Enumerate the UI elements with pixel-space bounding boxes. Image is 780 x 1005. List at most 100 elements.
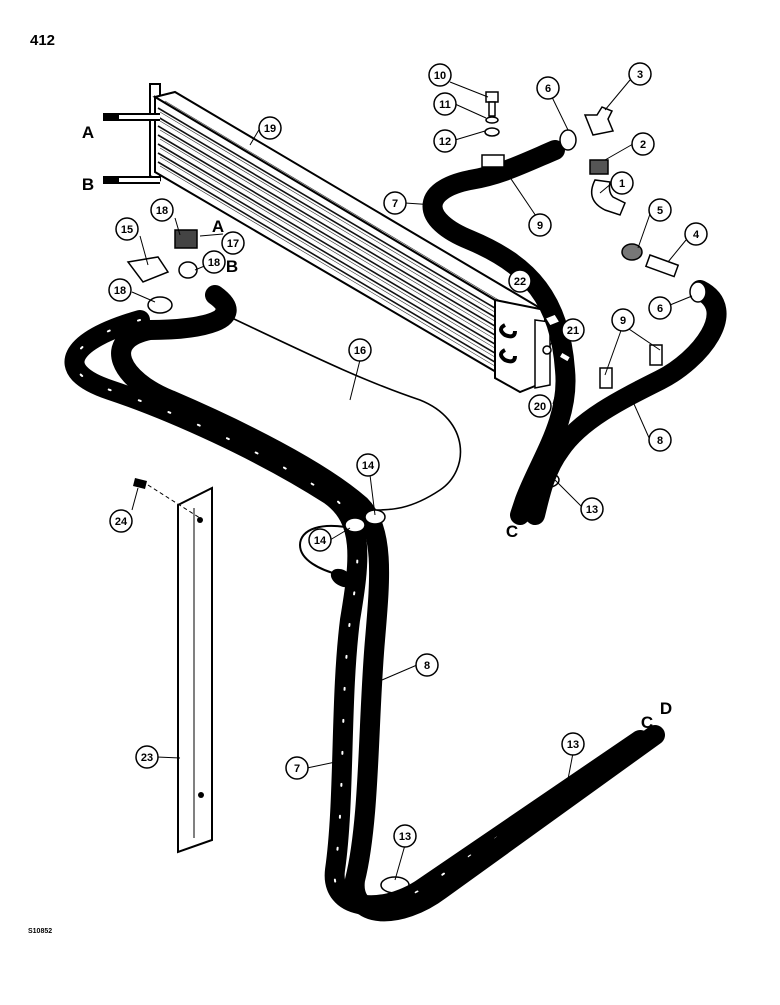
callout-c18b: 18 xyxy=(202,250,226,274)
callout-c10: 10 xyxy=(428,63,452,87)
callout-number: 9 xyxy=(620,315,626,327)
oil-cooler xyxy=(103,83,551,394)
page-number: 412 xyxy=(30,32,56,49)
callout-c12: 12 xyxy=(433,129,457,153)
callout-circle xyxy=(428,63,452,87)
callout-number: 6 xyxy=(545,83,551,95)
callout-c11: 11 xyxy=(433,92,457,116)
callout-number: 23 xyxy=(141,752,153,764)
callout-number: 13 xyxy=(567,739,579,751)
callout-number: 18 xyxy=(114,285,126,297)
fittings xyxy=(126,91,707,894)
callout-circle xyxy=(611,308,635,332)
callout-number: 3 xyxy=(637,69,643,81)
connection-letter-lB2: B xyxy=(226,257,238,276)
callout-number: 1 xyxy=(619,178,625,190)
callout-number: 18 xyxy=(156,205,168,217)
callout-c16: 16 xyxy=(348,338,372,362)
callout-circle xyxy=(356,453,380,477)
callout-circle xyxy=(648,198,672,222)
figure-code: S10852 xyxy=(28,928,53,935)
callout-number: 15 xyxy=(121,224,133,236)
bracket-strap xyxy=(133,478,213,854)
callout-layer: 1234566778899101112131313141415161718181… xyxy=(108,62,708,848)
callout-c7b: 7 xyxy=(285,756,309,780)
callout-circle xyxy=(631,132,655,156)
callout-circle xyxy=(202,250,226,274)
callout-c4: 4 xyxy=(684,222,708,246)
callout-number: 21 xyxy=(567,325,579,337)
callout-circle xyxy=(109,509,133,533)
callout-c24: 24 xyxy=(109,509,133,533)
callout-number: 19 xyxy=(264,123,276,135)
hoses xyxy=(64,140,727,922)
callout-c18c: 18 xyxy=(108,278,132,302)
callout-c9b: 9 xyxy=(611,308,635,332)
callout-c22: 22 xyxy=(508,269,532,293)
callout-number: 2 xyxy=(640,139,646,151)
callout-circle xyxy=(648,428,672,452)
callout-number: 24 xyxy=(115,516,128,528)
callout-number: 13 xyxy=(586,504,598,516)
callout-circle xyxy=(433,92,457,116)
temperature-sender-bulb xyxy=(330,568,354,588)
callout-number: 22 xyxy=(514,276,526,288)
callout-c8b: 8 xyxy=(648,428,672,452)
callout-number: 6 xyxy=(657,303,663,315)
callout-c8a: 8 xyxy=(415,653,439,677)
callout-circle xyxy=(308,528,332,552)
callout-c21: 21 xyxy=(561,318,585,342)
callout-circle xyxy=(536,76,560,100)
callout-c13a: 13 xyxy=(580,497,604,521)
callout-circle xyxy=(108,278,132,302)
callout-number: 4 xyxy=(693,229,700,241)
callout-number: 8 xyxy=(424,660,430,672)
callout-circle xyxy=(508,269,532,293)
callout-c23: 23 xyxy=(135,745,159,769)
callout-number: 9 xyxy=(537,220,543,232)
callout-c14b: 14 xyxy=(308,528,332,552)
callout-circle xyxy=(348,338,372,362)
callout-circle xyxy=(115,217,139,241)
callout-circle xyxy=(285,756,309,780)
connection-letter-lA1: A xyxy=(82,123,94,142)
connection-letter-lD2: D xyxy=(660,699,672,718)
callout-number: 20 xyxy=(534,401,546,413)
callout-c17: 17 xyxy=(221,231,245,255)
callout-circle xyxy=(135,745,159,769)
callout-c3: 3 xyxy=(628,62,652,86)
callout-circle xyxy=(561,318,585,342)
callout-c6a: 6 xyxy=(536,76,560,100)
callout-circle xyxy=(628,62,652,86)
callout-circle xyxy=(393,824,417,848)
callout-circle xyxy=(561,732,585,756)
callout-c15: 15 xyxy=(115,217,139,241)
callout-c18a: 18 xyxy=(150,198,174,222)
callout-c5: 5 xyxy=(648,198,672,222)
callout-circle xyxy=(221,231,245,255)
callout-c6b: 6 xyxy=(648,296,672,320)
callout-number: 14 xyxy=(314,535,327,547)
callout-c1: 1 xyxy=(610,171,634,195)
callout-c7a: 7 xyxy=(383,191,407,215)
callout-number: 18 xyxy=(208,257,220,269)
callout-c19: 19 xyxy=(258,116,282,140)
callout-number: 5 xyxy=(657,205,663,217)
callout-circle xyxy=(258,116,282,140)
callout-number: 17 xyxy=(227,238,239,250)
callout-c20: 20 xyxy=(528,394,552,418)
callout-c2: 2 xyxy=(631,132,655,156)
callout-c14a: 14 xyxy=(356,453,380,477)
callout-circle xyxy=(648,296,672,320)
callout-number: 7 xyxy=(392,198,398,210)
connection-letter-lD1: D xyxy=(527,502,539,521)
callout-c9a: 9 xyxy=(528,213,552,237)
callout-circle xyxy=(528,213,552,237)
callout-circle xyxy=(684,222,708,246)
wire-16 xyxy=(214,309,462,511)
connection-letter-lC1: C xyxy=(506,522,518,541)
callout-circle xyxy=(150,198,174,222)
